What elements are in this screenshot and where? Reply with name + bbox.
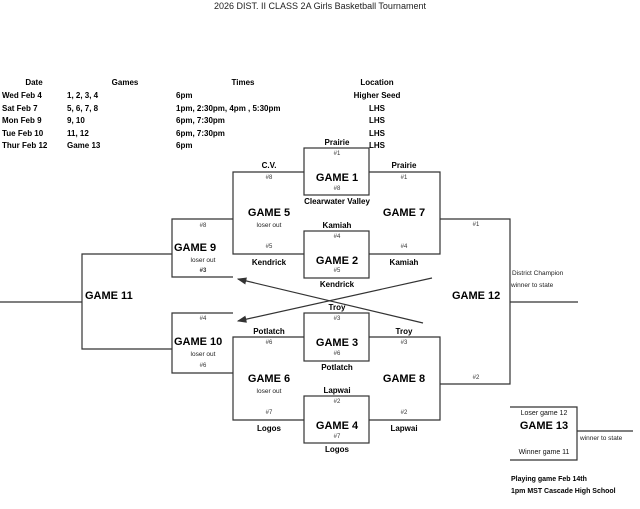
- row-times: 6pm, 7:30pm: [176, 129, 225, 138]
- row-times: 6pm: [176, 141, 193, 150]
- game10-label: GAME 10: [174, 336, 223, 348]
- row-games: 5, 6, 7, 8: [67, 104, 99, 113]
- row-location: LHS: [369, 104, 385, 113]
- header-games: Games: [111, 78, 139, 87]
- row-games: Game 13: [67, 141, 101, 150]
- game6-bottom-team: Logos: [257, 424, 281, 433]
- game13-bottom-note: Winner game 11: [518, 449, 570, 456]
- game5-bottom-team: Kendrick: [251, 258, 287, 267]
- game12-label: GAME 12: [452, 290, 501, 302]
- game2-label: GAME 2: [315, 255, 359, 267]
- game6-note: loser out: [256, 388, 282, 395]
- game9-top-seed: #8: [199, 223, 207, 229]
- game1-bottom-team: Clearwater Valley: [304, 197, 370, 206]
- loser-arrow-game7: [236, 277, 433, 323]
- game7-top-team: Prairie: [391, 161, 417, 170]
- row-date: Tue Feb 10: [2, 129, 44, 138]
- game5-note: loser out: [256, 222, 282, 229]
- game6-top-team: Potlatch: [253, 327, 285, 336]
- game4-top-team: Lapwai: [323, 386, 351, 395]
- game5-bottom-seed: #5: [265, 244, 273, 250]
- game4-bottom-team: Logos: [325, 445, 349, 454]
- game12-note-state: winner to state: [511, 282, 554, 289]
- header-location: Location: [360, 78, 394, 87]
- game3-label: GAME 3: [315, 337, 359, 349]
- game6-top-seed: #6: [265, 340, 273, 346]
- row-games: 9, 10: [67, 116, 85, 125]
- game10-top-seed: #4: [199, 316, 207, 322]
- footer-line1: Playing game Feb 14th: [511, 476, 587, 483]
- footer-line2: 1pm MST Cascade High School: [511, 488, 616, 495]
- game7-bottom-team: Kamiah: [389, 258, 419, 267]
- game3-top-team: Troy: [328, 303, 346, 312]
- game5-bracket: [232, 171, 304, 255]
- game10-bottom-seed: #6: [199, 363, 207, 369]
- row-games: 1, 2, 3, 4: [67, 91, 99, 100]
- game13-bracket: [510, 406, 578, 461]
- row-times: 1pm, 2:30pm, 4pm , 5:30pm: [176, 104, 281, 113]
- game8-bottom-team: Lapwai: [390, 424, 418, 433]
- game8-bottom-seed: #2: [400, 410, 408, 416]
- game2-bottom-seed: #5: [333, 268, 341, 274]
- game7-bracket: [369, 171, 441, 255]
- game5-label: GAME 5: [247, 207, 291, 219]
- game13-exit-note: winner to state: [580, 435, 623, 442]
- game4-label: GAME 4: [315, 420, 359, 432]
- game10-bracket: [171, 312, 233, 374]
- game9-bottom-seed: #3: [199, 268, 207, 274]
- game8-top-seed: #3: [400, 340, 408, 346]
- game5-top-team: C.V.: [261, 161, 277, 170]
- game3-bottom-seed: #6: [333, 351, 341, 357]
- game13-label: GAME 13: [519, 420, 569, 432]
- game8-bracket: [369, 336, 441, 421]
- game5-top-seed: #8: [265, 175, 273, 181]
- game4-bottom-seed: #7: [333, 434, 341, 440]
- game6-label: GAME 6: [247, 373, 291, 385]
- game8-top-team: Troy: [395, 327, 413, 336]
- game4-top-seed: #2: [333, 399, 341, 405]
- game2-top-seed: #4: [333, 234, 341, 240]
- game11-label: GAME 11: [85, 290, 133, 302]
- game9-label: GAME 9: [174, 242, 217, 254]
- game1-bottom-seed: #8: [333, 186, 341, 192]
- row-date: Mon Feb 9: [2, 116, 42, 125]
- row-location: LHS: [369, 129, 385, 138]
- game8-label: GAME 8: [382, 373, 426, 385]
- game12-top-seed: #1: [472, 222, 480, 228]
- row-date: Thur Feb 12: [2, 141, 48, 150]
- game7-top-seed: #1: [400, 175, 408, 181]
- page-title: 2026 DIST. II CLASS 2A Girls Basketball …: [214, 1, 426, 11]
- game3-bottom-team: Potlatch: [321, 363, 353, 372]
- game3-top-seed: #3: [333, 316, 341, 322]
- header-times: Times: [231, 78, 255, 87]
- row-games: 11, 12: [67, 129, 89, 138]
- header-date: Date: [25, 78, 43, 87]
- game9-bracket: [171, 218, 233, 278]
- game6-bottom-seed: #7: [265, 410, 273, 416]
- game12-bottom-seed: #2: [472, 375, 480, 381]
- game1-label: GAME 1: [315, 172, 359, 184]
- row-times: 6pm: [176, 91, 193, 100]
- row-location: LHS: [369, 116, 385, 125]
- game9-note: loser out: [190, 257, 216, 264]
- game10-note: loser out: [190, 351, 216, 358]
- row-times: 6pm, 7:30pm: [176, 116, 225, 125]
- game13-top-note: Loser game 12: [520, 410, 568, 417]
- row-date: Sat Feb 7: [2, 104, 38, 113]
- game1-top-seed: #1: [333, 151, 341, 157]
- game7-label: GAME 7: [382, 207, 426, 219]
- game7-bottom-seed: #4: [400, 244, 408, 250]
- row-location: Higher Seed: [353, 91, 401, 100]
- game1-top-team: Prairie: [324, 138, 350, 147]
- row-location: LHS: [369, 141, 385, 150]
- game6-bracket: [232, 336, 304, 421]
- game12-note-champion: District Champion: [512, 270, 564, 277]
- game2-bottom-team: Kendrick: [319, 280, 355, 289]
- row-date: Wed Feb 4: [2, 91, 42, 100]
- game2-top-team: Kamiah: [322, 221, 352, 230]
